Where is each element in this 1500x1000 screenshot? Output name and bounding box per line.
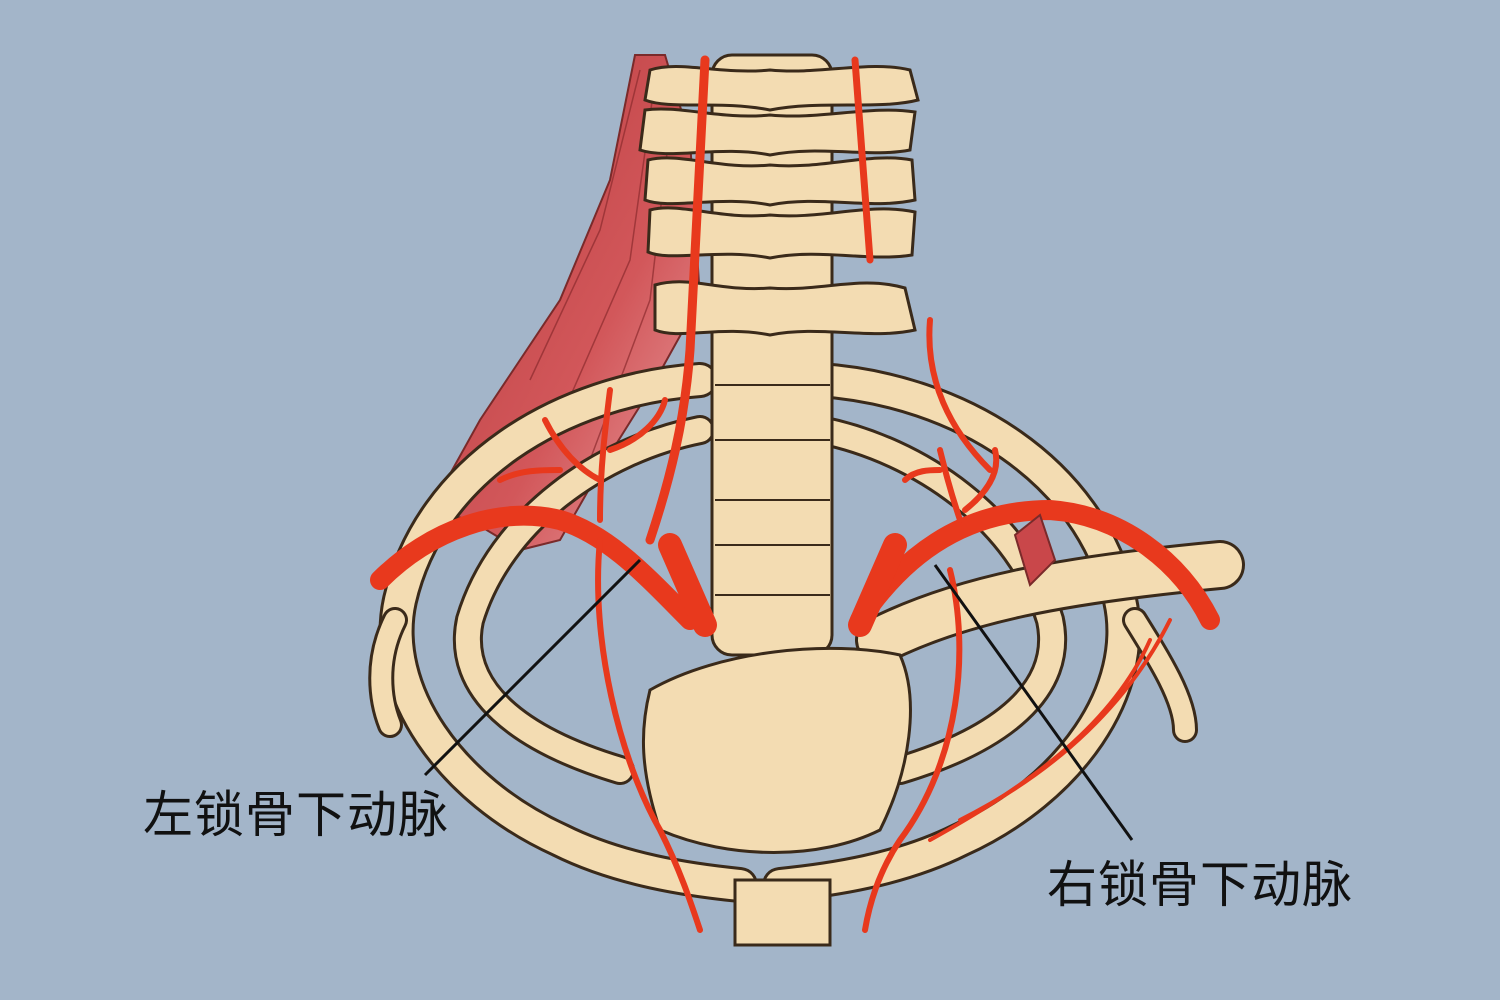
label-right-subclavian-artery: 右锁骨下动脉 [1047,856,1353,914]
leader-line-left [423,558,642,777]
sternum [641,646,912,947]
right-subclavian-artery [850,499,1220,630]
left-carotid [658,533,717,637]
leader-line-right [933,564,1134,841]
right-vertebral-artery [851,56,874,264]
right-muscle-fragment [1013,513,1057,587]
leader-lines [423,558,1134,841]
left-vertebral-artery [645,55,710,545]
right-ribs [762,362,1198,903]
spine [638,53,920,657]
left-subclavian-artery [370,505,700,630]
left-ribs [368,362,758,903]
arteries [370,55,1220,933]
label-left-subclavian-artery: 左锁骨下动脉 [143,786,449,844]
clavicle [855,540,1245,665]
right-carotid [848,533,907,637]
